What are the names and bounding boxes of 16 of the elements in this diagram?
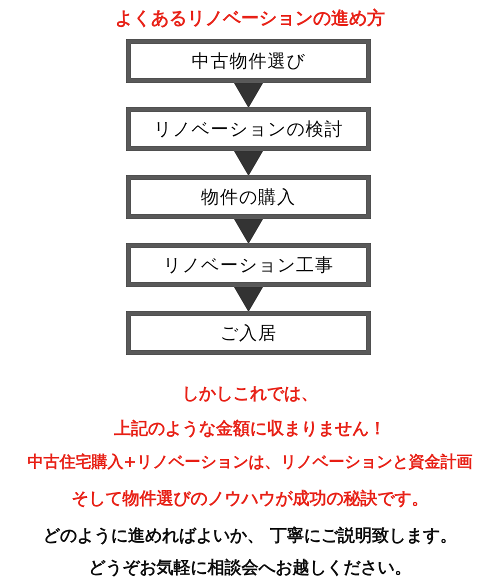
process-box: 中古物件選び: [126, 39, 371, 83]
note-text: そして物件選びのノウハウが成功の秘訣です。: [70, 488, 430, 510]
note-text: 上記のような金額に収まりません！: [113, 418, 387, 440]
arrow: [234, 150, 264, 176]
note-text: しかしこれでは、: [181, 383, 319, 405]
arrow: [234, 82, 264, 108]
note-text: 中古住宅購入+リノベーションは、リノベーションと資金計画: [26, 452, 474, 473]
process-box: 物件の購入: [126, 175, 371, 219]
process-box: リノベーションの検討: [126, 107, 371, 151]
process-box: ご入居: [126, 311, 371, 355]
arrow: [234, 218, 264, 244]
title: よくあるリノベーションの進め方: [114, 7, 386, 30]
arrow: [234, 286, 264, 312]
process-box: リノベーション工事: [126, 243, 371, 287]
note-text: どうぞお気軽に相談会へお越しください。: [88, 557, 412, 578]
note-text: どのように進めればよいか、 丁寧にご説明致します。: [42, 525, 458, 547]
